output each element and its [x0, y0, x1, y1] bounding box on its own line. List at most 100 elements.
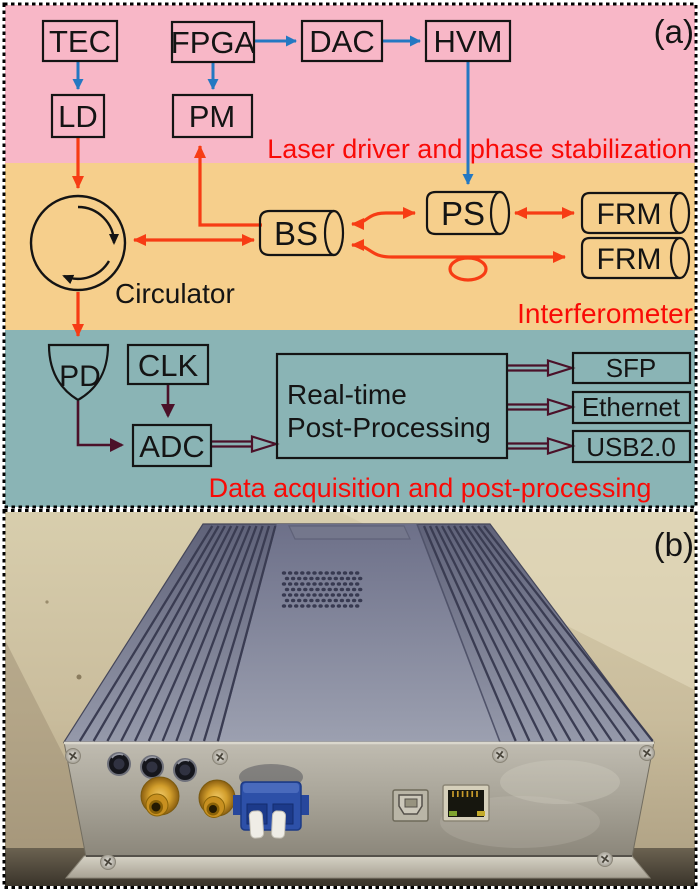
- dust-cap: [271, 810, 286, 839]
- daq-region-band: [5, 330, 695, 507]
- phillips-screw: [212, 749, 228, 765]
- vent-hole: [309, 598, 314, 603]
- dac-label: DAC: [309, 24, 374, 59]
- vent-hole: [312, 582, 317, 586]
- vent-hole: [300, 604, 305, 608]
- dac-box: [300, 19, 384, 63]
- vent-hole: [309, 576, 314, 581]
- fin-line: [422, 525, 517, 742]
- vent-hole: [306, 604, 311, 608]
- panel-b-tag: (b): [654, 526, 694, 563]
- realtime-label-line1: Real-time: [287, 379, 407, 410]
- vent-hole: [342, 604, 348, 608]
- arrow-bs-frm-delay: [351, 239, 566, 263]
- phillips-screw: [597, 851, 613, 867]
- frm-bottom-label: FRM: [597, 243, 662, 276]
- vent-hole: [345, 576, 351, 581]
- vent-hole: [355, 593, 360, 597]
- tec-box: [41, 19, 119, 63]
- hvm-label: HVM: [434, 24, 503, 59]
- vent-hole: [348, 593, 354, 597]
- panel-a-dotted-border: [2, 2, 698, 509]
- fin-line: [133, 525, 239, 742]
- trigger-connectors: [107, 752, 197, 782]
- vent-hole: [306, 571, 311, 575]
- panel-a-tag: (a): [654, 13, 694, 50]
- phillips-screw: [100, 854, 116, 870]
- vent-hole: [309, 587, 314, 592]
- arrow-bs-to-pm: [194, 145, 262, 227]
- fin-line: [440, 525, 558, 742]
- vent-hole: [287, 604, 293, 608]
- vent-hole: [355, 571, 360, 575]
- fin-line: [459, 525, 599, 742]
- aux-connector: [173, 758, 197, 782]
- frm-bottom-cylinder: FRM: [580, 236, 691, 280]
- vent-hole: [330, 604, 335, 608]
- vent-hole: [284, 587, 290, 592]
- vent-hole: [281, 593, 287, 597]
- vent-hole: [342, 571, 348, 575]
- vent-hole: [300, 571, 305, 575]
- fin-line: [465, 525, 613, 742]
- vent-hole: [342, 582, 348, 586]
- fin-line: [202, 525, 271, 742]
- fin-line: [92, 525, 220, 742]
- laser-driver-region-label: Laser driver and phase stabilization: [267, 134, 692, 164]
- vent-hole: [351, 576, 357, 581]
- vent-hole: [324, 582, 329, 586]
- vent-hole: [336, 604, 342, 608]
- heatsink-fins-left: [78, 525, 277, 742]
- fiber-loop: [448, 256, 488, 282]
- panel-scuff: [500, 760, 620, 804]
- vent-hole: [355, 604, 360, 608]
- pm-box: [171, 93, 254, 139]
- table-speck: [76, 674, 82, 680]
- fin-line: [471, 525, 627, 742]
- fin-line: [106, 525, 226, 742]
- usb-b-port: [392, 789, 429, 822]
- vent-hole: [281, 582, 287, 586]
- vent-hole: [339, 587, 345, 592]
- hvm-box: [424, 19, 512, 63]
- vent-hole: [281, 604, 287, 608]
- vent-hole: [330, 571, 335, 575]
- clk-label: CLK: [138, 348, 199, 383]
- phillips-screw: [65, 748, 81, 764]
- bs-label: BS: [274, 215, 318, 252]
- fin-line: [189, 525, 264, 742]
- vent-hole: [330, 582, 335, 586]
- vent-hole: [318, 593, 323, 597]
- pd-label: PD: [59, 360, 101, 393]
- vent-hole: [294, 593, 299, 597]
- realtime-label-line2: Post-Processing: [287, 412, 491, 443]
- top-recess-notch: [288, 525, 411, 540]
- fin-line: [78, 525, 214, 742]
- realtime-processing-box: [275, 352, 509, 460]
- vent-hole: [297, 587, 302, 592]
- laser-driver-region-band: [5, 5, 695, 163]
- vent-hole: [339, 576, 345, 581]
- vent-hole: [306, 582, 311, 586]
- vent-hole: [321, 598, 326, 603]
- blue-control-arrows: [72, 35, 474, 185]
- vent-hole: [336, 571, 342, 575]
- bus-rt-to-ethernet: [508, 398, 576, 416]
- vent-hole: [287, 582, 293, 586]
- vent-hole: [297, 598, 302, 603]
- vent-hole: [312, 604, 317, 608]
- fin-line: [216, 525, 277, 742]
- vent-hole: [324, 571, 329, 575]
- vent-hole: [290, 587, 296, 592]
- vent-hole: [327, 576, 332, 581]
- vent-hole: [294, 571, 299, 575]
- vent-hole: [284, 598, 290, 603]
- phillips-screw: [639, 745, 655, 761]
- ethernet-label: Ethernet: [582, 392, 681, 422]
- arrow-bs-ps: [351, 207, 416, 230]
- panel-b-dotted-border: [2, 509, 698, 889]
- clk-box: [126, 343, 210, 386]
- vent-hole: [315, 587, 320, 592]
- vent-hole: [358, 598, 363, 603]
